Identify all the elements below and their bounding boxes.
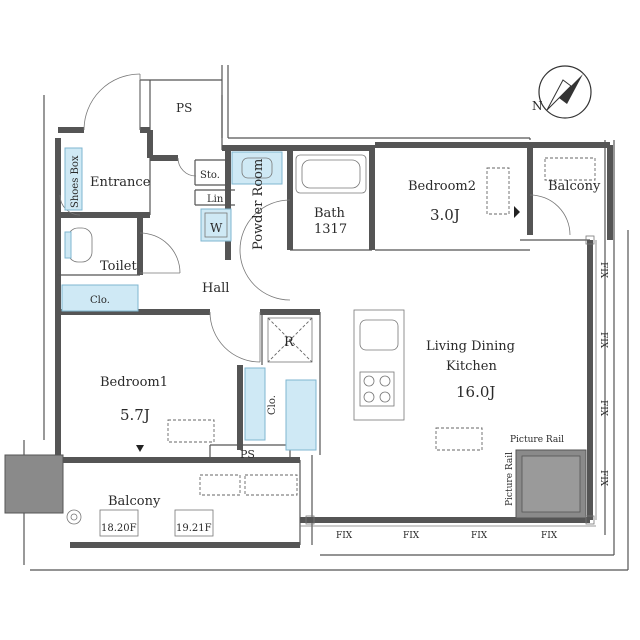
walls (55, 79, 613, 548)
entrance-label: Entrance (90, 175, 151, 190)
bedroom2-size-label: 3.0J (430, 206, 460, 224)
bedroom2-label: Bedroom2 (408, 179, 476, 194)
ldk-label-line2: Kitchen (446, 359, 497, 374)
ps-top-label: PS (176, 101, 192, 115)
picture-rail-horizontal-label: Picture Rail (510, 435, 564, 445)
floor-right-label: 19.21F (176, 523, 212, 534)
doors (59, 73, 571, 363)
fix-bottom-2: FIX (403, 531, 420, 541)
fix-bottom-4: FIX (541, 531, 558, 541)
shoes-box-cabinet (64, 147, 83, 211)
vanity (231, 151, 283, 185)
ac-unit-bedroom1 (167, 419, 215, 443)
fix-right-4: FIX (598, 470, 608, 487)
bathtub (295, 154, 367, 194)
sto-label: Sto. (200, 170, 220, 181)
washer-label: W (210, 221, 223, 235)
window-labels: FIX FIX FIX FIX FIX FIX FIX FIX (336, 262, 608, 541)
kitchen-sink (359, 319, 399, 351)
ps-bottom-label: PS (240, 448, 255, 461)
bath-size-label: 1317 (314, 222, 347, 237)
powder-room-label: Powder Room (251, 159, 266, 250)
fix-bottom-3: FIX (471, 531, 488, 541)
closet-bedroom1 (244, 367, 266, 441)
picture-rail-vertical-label: Picture Rail (505, 452, 515, 506)
closet-bedroom1-label: Clo. (267, 395, 278, 415)
bedroom1-label: Bedroom1 (100, 375, 168, 390)
compass-north-label: N (532, 99, 543, 113)
room-labels: PS Shoes Box Entrance Sto. Lin W Powder … (70, 101, 601, 534)
ldk-label-line1: Living Dining (426, 339, 515, 354)
refrigerator-label: R (284, 335, 295, 350)
window-frames (300, 235, 597, 527)
ac-unit-bedroom2 (486, 167, 510, 215)
closet-left-label: Clo. (90, 295, 110, 306)
balcony-bottom-label: Balcony (108, 494, 161, 509)
cooktop (359, 371, 395, 407)
kitchen-island (353, 309, 405, 421)
closet-left (61, 284, 139, 312)
structural-column-left (4, 454, 64, 514)
compass: N (532, 65, 592, 119)
fix-right-3: FIX (598, 400, 608, 417)
refrigerator-space (267, 317, 313, 363)
ac-unit-ldk (435, 427, 483, 451)
outer-lines (23, 65, 629, 571)
lin-label: Lin (207, 194, 224, 205)
fix-bottom-1: FIX (336, 531, 353, 541)
bath-label: Bath (314, 206, 346, 221)
balcony-right-label: Balcony (548, 179, 601, 194)
toilet-label: Toilet (100, 259, 137, 274)
bedroom1-size-label: 5.7J (120, 406, 150, 424)
ldk-size-label: 16.0J (456, 383, 495, 401)
fixtures (4, 147, 596, 537)
fix-right-1: FIX (598, 262, 608, 279)
washer-space (200, 208, 232, 242)
floor-left-label: 18.20F (101, 523, 137, 534)
shoes-box-label: Shoes Box (70, 155, 81, 208)
hall-label: Hall (202, 281, 229, 296)
fix-right-2: FIX (598, 332, 608, 349)
